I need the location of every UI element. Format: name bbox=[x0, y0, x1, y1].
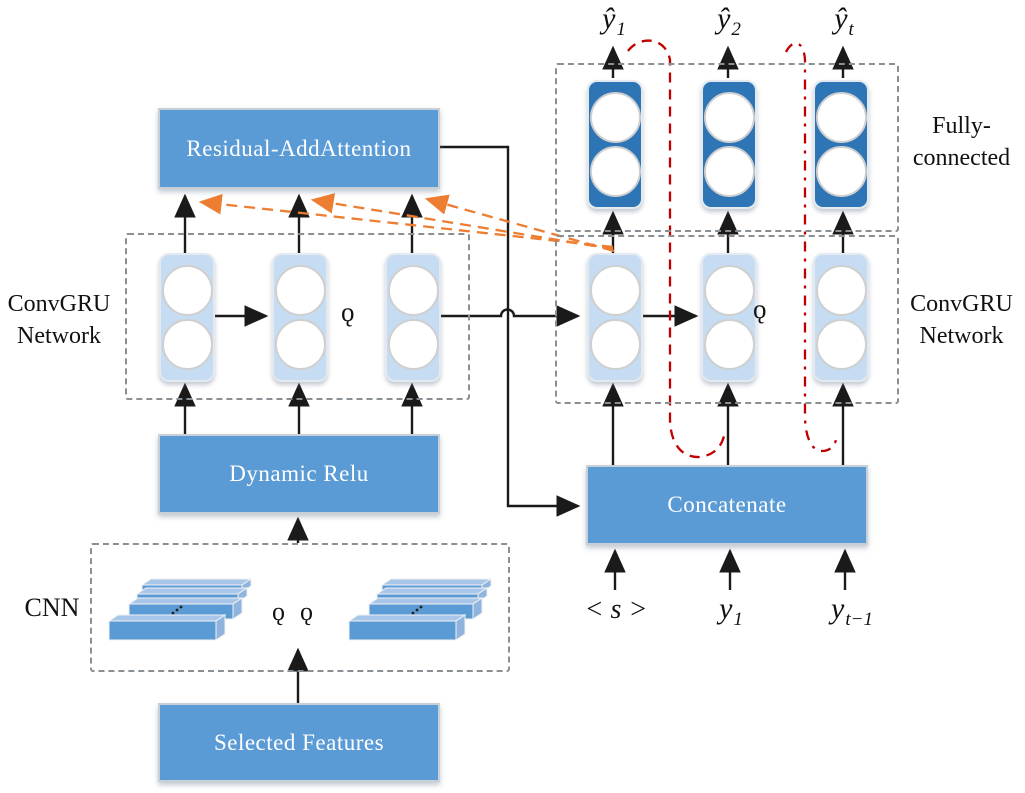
attention-link-3 bbox=[424, 194, 615, 253]
neuron-circle bbox=[703, 265, 755, 316]
neuron-circle bbox=[815, 265, 867, 316]
concatenate-label: Concatenate bbox=[667, 492, 787, 517]
output-label-yt: ŷt bbox=[834, 2, 854, 40]
encoder-group-box bbox=[125, 233, 470, 400]
decoder-gru-unit-1 bbox=[587, 253, 643, 382]
decoder-gru-unit-3 bbox=[813, 253, 869, 382]
cnn-ellipsis-right: ǫ bbox=[300, 597, 313, 626]
feedback-curve-y1 bbox=[627, 39, 726, 459]
input-label-yt1: yt−1 bbox=[831, 592, 873, 630]
cnn-ellipsis-left: ǫ bbox=[272, 597, 285, 626]
selected-features-box: Selected Features bbox=[158, 703, 440, 782]
dynamic-relu-label: Dynamic Relu bbox=[229, 461, 369, 486]
neuron-circle bbox=[703, 319, 755, 370]
feedback-curve-yt1 bbox=[784, 42, 838, 453]
neuron-circle bbox=[387, 319, 439, 370]
neuron-circle bbox=[589, 146, 641, 197]
neuron-circle bbox=[815, 319, 867, 370]
fully-connected-group-box bbox=[555, 63, 899, 232]
neuron-circle bbox=[161, 265, 213, 316]
encoder-gru-unit-1 bbox=[159, 253, 215, 382]
fc-unit-1 bbox=[587, 80, 643, 209]
encoder-gru-unit-2 bbox=[272, 253, 328, 382]
neuron-circle bbox=[274, 265, 326, 316]
output-label-y2: ŷ2 bbox=[717, 2, 741, 40]
fully-connected-label: Fully- connected bbox=[912, 113, 1011, 171]
neuron-circle bbox=[703, 146, 755, 197]
dynamic-relu-box: Dynamic Relu bbox=[158, 434, 440, 514]
encoder-ellipsis: ǫ bbox=[341, 297, 355, 327]
neuron-circle bbox=[387, 265, 439, 316]
arrow-attention-concatenate bbox=[438, 145, 581, 517]
output-label-y1: ŷ1 bbox=[602, 2, 626, 40]
neuron-circle bbox=[815, 146, 867, 197]
decoder-group-box bbox=[555, 235, 899, 404]
neuron-circle bbox=[589, 92, 641, 143]
decoder-ellipsis: ǫ bbox=[753, 294, 767, 324]
neuron-circle bbox=[815, 92, 867, 143]
encoder-network-label: ConvGRU Network bbox=[7, 291, 111, 349]
neuron-circle bbox=[589, 265, 641, 316]
residual-attention-label: Residual-AddAttention bbox=[186, 135, 412, 161]
concatenate-box: Concatenate bbox=[586, 465, 868, 545]
neuron-circle bbox=[589, 319, 641, 370]
neuron-circle bbox=[274, 319, 326, 370]
cnn-label: CNN bbox=[24, 593, 80, 622]
fc-unit-2 bbox=[701, 80, 757, 209]
selected-features-label: Selected Features bbox=[213, 729, 385, 755]
residual-attention-box: Residual-AddAttention bbox=[158, 108, 440, 189]
encoder-gru-unit-3 bbox=[385, 253, 441, 382]
input-label-y1: y1 bbox=[719, 592, 743, 630]
cnn-group-box bbox=[90, 543, 510, 672]
neuron-circle bbox=[703, 92, 755, 143]
attention-link-1 bbox=[198, 193, 614, 249]
input-label-start-token: < s > bbox=[584, 594, 648, 625]
attention-link-2 bbox=[310, 193, 614, 251]
fc-unit-3 bbox=[813, 80, 869, 209]
decoder-network-label: ConvGRU Network bbox=[910, 291, 1013, 349]
neuron-circle bbox=[161, 319, 213, 370]
decoder-gru-unit-2 bbox=[701, 253, 757, 382]
